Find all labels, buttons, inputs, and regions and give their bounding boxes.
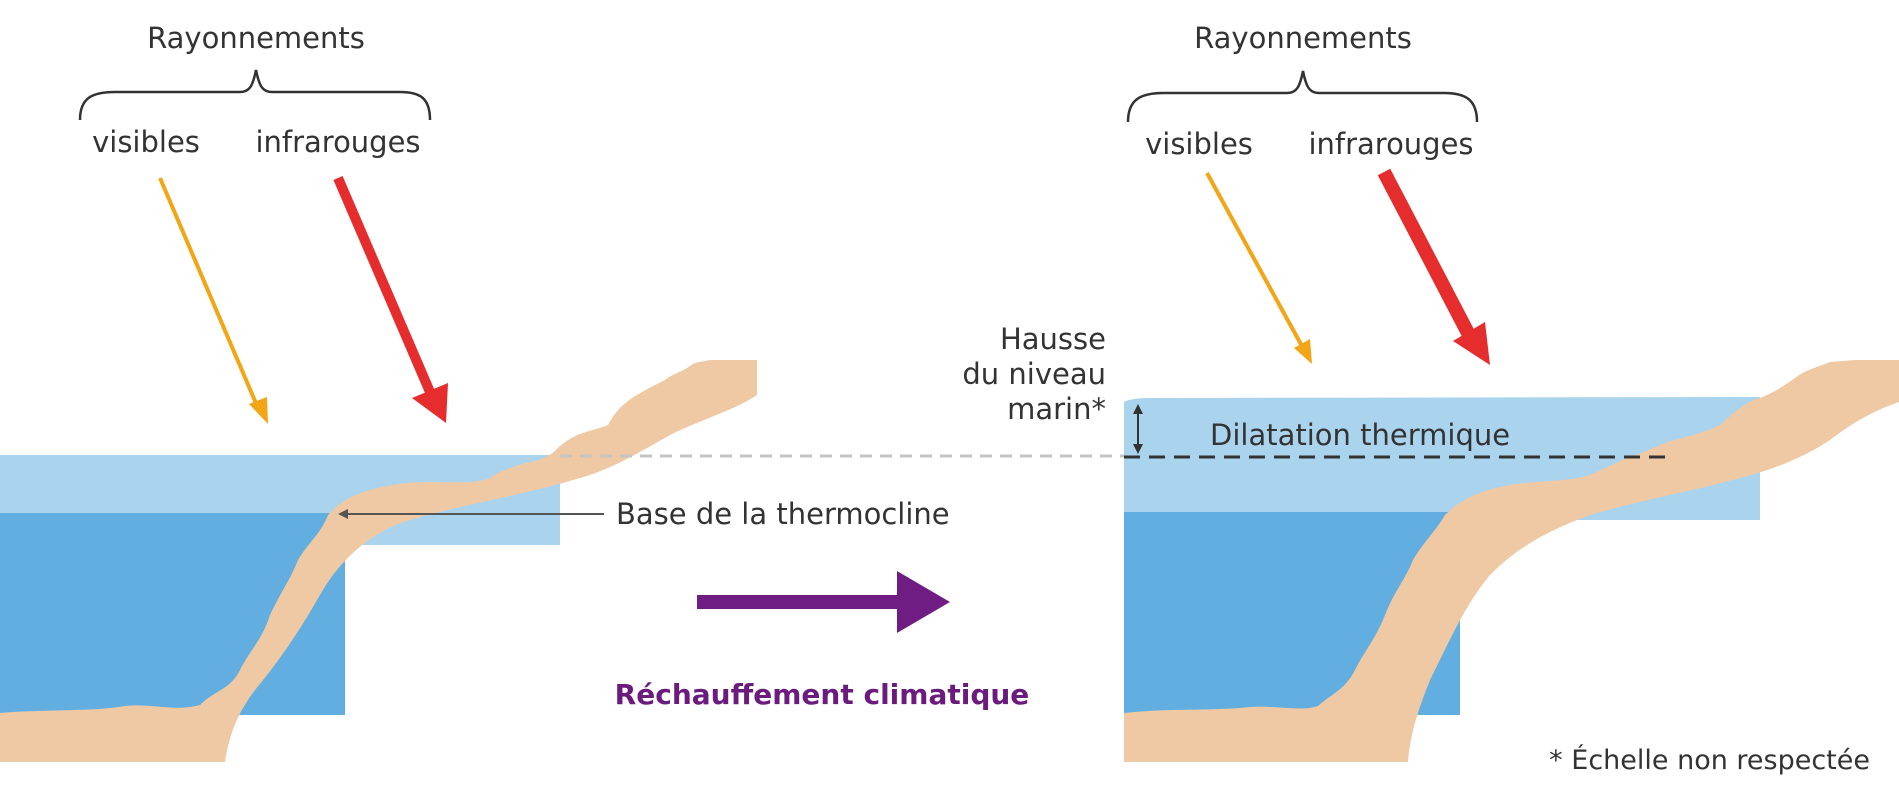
right-infrared-ray-head [1453,322,1490,365]
right-infrared-label: infrarouges [1308,127,1473,161]
scale-footnote: * Échelle non respectée [1549,744,1870,776]
right-land [1124,360,1899,762]
left-panel [0,360,757,762]
warming-arrow-head [897,571,950,633]
expansion-label: Dilatation thermique [1210,418,1510,452]
thermocline-label: Base de la thermocline [616,497,950,531]
sea-level-rise-arrowhead-top [1133,404,1143,414]
sea-level-label-line2: du niveau [962,357,1106,391]
left-radiation-brace [78,69,432,121]
left-visible-ray [158,177,260,409]
left-infrared-ray-head [412,383,448,423]
sea-level-rise-arrowhead-bottom [1133,444,1143,454]
left-infrared-ray [333,176,435,394]
left-radiation-title: Rayonnements [147,21,365,55]
right-radiation-brace [1126,70,1479,123]
left-infrared-label: infrarouges [255,125,420,159]
left-visible-label: visibles [92,125,200,159]
right-visible-ray-head [1294,339,1312,364]
right-infrared-ray [1377,168,1475,337]
sea-level-label-line1: Hausse [1000,322,1106,356]
warming-arrow-shaft [697,595,902,609]
right-panel [1124,360,1899,762]
left-land [0,360,757,762]
right-visible-label: visibles [1145,127,1253,161]
left-visible-ray-head [249,397,268,424]
right-radiation-title: Rayonnements [1194,21,1412,55]
warming-label: Réchauffement climatique [615,678,1030,711]
thermocline-pointer-arrowhead [338,509,348,519]
right-visible-ray [1205,172,1305,349]
sea-level-label-line3: marin* [1007,392,1106,426]
